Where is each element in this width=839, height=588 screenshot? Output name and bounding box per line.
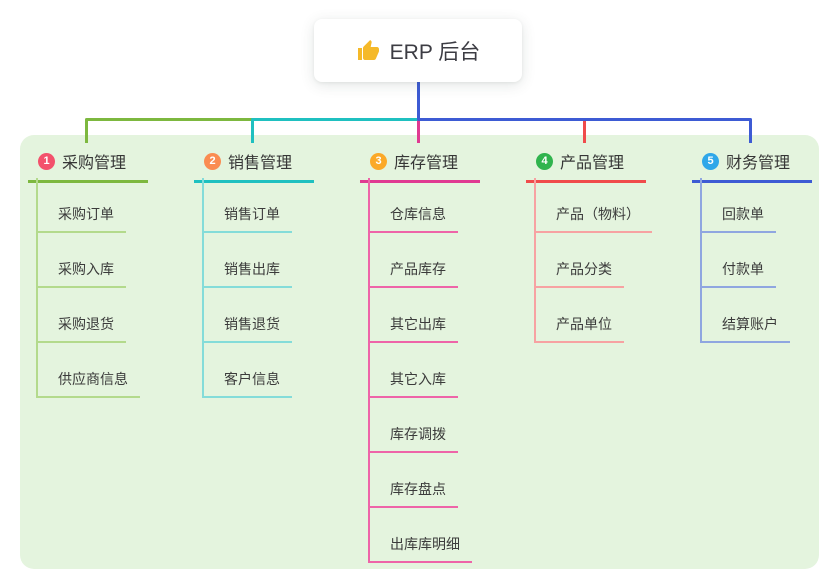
branch-number-badge: 5	[702, 152, 719, 170]
child-row: 供应商信息	[38, 343, 140, 398]
branch-number-badge: 3	[370, 152, 387, 170]
child-node[interactable]: 采购入库	[38, 259, 126, 288]
child-row: 出库库明细	[370, 508, 472, 563]
branch-title[interactable]: 1 采购管理	[28, 146, 148, 183]
branch-title-label: 销售管理	[228, 155, 293, 172]
child-row: 其它入库	[370, 343, 472, 398]
child-row: 回款单	[702, 178, 790, 233]
child-row: 库存调拨	[370, 398, 472, 453]
branch-title-label: 财务管理	[726, 155, 791, 172]
branch-children: 仓库信息产品库存其它出库其它入库库存调拨库存盘点出库库明细	[368, 178, 472, 563]
child-node[interactable]: 产品分类	[536, 259, 624, 288]
branch-number-badge: 4	[536, 152, 553, 170]
connector-branch5	[417, 81, 752, 143]
child-node[interactable]: 付款单	[702, 259, 776, 288]
child-row: 产品（物料）	[536, 178, 652, 233]
child-node[interactable]: 供应商信息	[38, 369, 140, 398]
child-node[interactable]: 仓库信息	[370, 204, 458, 233]
branch-title[interactable]: 4 产品管理	[526, 146, 646, 183]
child-node[interactable]: 回款单	[702, 204, 776, 233]
child-node[interactable]: 销售退货	[204, 314, 292, 343]
child-row: 产品分类	[536, 233, 652, 288]
branch-title-label: 库存管理	[394, 155, 459, 172]
branch: 4 产品管理 产品（物料） 产品分类产品单位	[526, 146, 690, 343]
branch-children: 销售订单销售出库销售退货客户信息	[202, 178, 292, 398]
branch-number-badge: 1	[38, 152, 55, 170]
branch: 5 财务管理 回款单付款单结算账户	[692, 146, 839, 343]
child-node[interactable]: 其它出库	[370, 314, 458, 343]
child-row: 销售退货	[204, 288, 292, 343]
branch-children: 采购订单采购入库采购退货供应商信息	[36, 178, 140, 398]
branch-title[interactable]: 2 销售管理	[194, 146, 314, 183]
branch-children: 回款单付款单结算账户	[700, 178, 790, 343]
child-node[interactable]: 产品单位	[536, 314, 624, 343]
child-row: 其它出库	[370, 288, 472, 343]
child-node[interactable]: 采购订单	[38, 204, 126, 233]
branch-children: 产品（物料） 产品分类产品单位	[534, 178, 652, 343]
child-node[interactable]: 结算账户	[702, 314, 790, 343]
child-row: 销售订单	[204, 178, 292, 233]
child-node[interactable]: 库存调拨	[370, 424, 458, 453]
child-row: 产品单位	[536, 288, 652, 343]
branch-title-label: 采购管理	[62, 155, 127, 172]
child-node[interactable]: 客户信息	[204, 369, 292, 398]
child-row: 销售出库	[204, 233, 292, 288]
branch: 2 销售管理 销售订单销售出库销售退货客户信息	[194, 146, 358, 398]
branch: 1 采购管理 采购订单采购入库采购退货供应商信息	[28, 146, 192, 398]
thumbs-up-icon	[357, 39, 379, 60]
child-row: 采购入库	[38, 233, 140, 288]
root-node[interactable]: ERP 后台	[314, 19, 522, 82]
child-row: 仓库信息	[370, 178, 472, 233]
child-node[interactable]: 产品（物料）	[536, 204, 652, 233]
child-node[interactable]: 销售订单	[204, 204, 292, 233]
child-row: 结算账户	[702, 288, 790, 343]
branch-title-label: 产品管理	[560, 155, 625, 172]
child-node[interactable]: 出库库明细	[370, 534, 472, 563]
child-node[interactable]: 产品库存	[370, 259, 458, 288]
child-row: 产品库存	[370, 233, 472, 288]
child-node[interactable]: 销售出库	[204, 259, 292, 288]
child-row: 采购订单	[38, 178, 140, 233]
branches-panel	[20, 135, 819, 569]
child-row: 付款单	[702, 233, 790, 288]
branch: 3 库存管理 仓库信息产品库存其它出库其它入库库存调拨库存盘点出库库明细	[360, 146, 524, 563]
branch-title[interactable]: 3 库存管理	[360, 146, 480, 183]
child-node[interactable]: 采购退货	[38, 314, 126, 343]
child-node[interactable]: 其它入库	[370, 369, 458, 398]
child-row: 客户信息	[204, 343, 292, 398]
thumbs-up-path	[357, 39, 379, 60]
child-node[interactable]: 库存盘点	[370, 479, 458, 508]
child-row: 库存盘点	[370, 453, 472, 508]
child-row: 采购退货	[38, 288, 140, 343]
branch-title[interactable]: 5 财务管理	[692, 146, 812, 183]
root-title: ERP 后台	[389, 40, 481, 64]
branch-number-badge: 2	[204, 152, 221, 170]
